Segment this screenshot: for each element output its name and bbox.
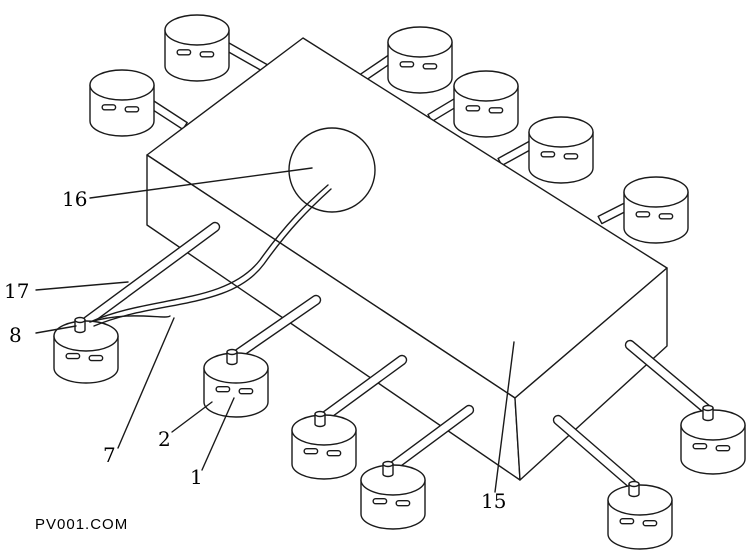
- back-float-2: [89, 69, 155, 137]
- float-left: [53, 320, 119, 384]
- stub-front-5: [702, 404, 714, 422]
- front-rod-4: [552, 414, 636, 489]
- front-rod-5: [624, 339, 714, 417]
- float-front-1: [203, 352, 269, 418]
- label-15: 15: [481, 489, 506, 513]
- stub-front-1: [226, 348, 238, 366]
- leader-8: [35, 325, 77, 334]
- leader-1: [201, 397, 235, 471]
- front-rod-3: [384, 404, 475, 475]
- back-float-1: [164, 14, 230, 82]
- watermark: PV001.COM: [35, 516, 128, 533]
- stub-front-2: [314, 410, 326, 428]
- cable-loop: [89, 315, 171, 323]
- label-17: 17: [4, 279, 29, 303]
- floating-device: [35, 14, 746, 550]
- label-1: 1: [190, 465, 203, 489]
- cable-7-edge: [93, 188, 332, 327]
- stub-front-4: [628, 480, 640, 498]
- box-side: [514, 267, 668, 481]
- leader-2: [171, 401, 213, 433]
- main-body: [146, 37, 668, 481]
- front-rod-2: [316, 354, 408, 425]
- float-front-4: [607, 484, 673, 550]
- back-float-4: [453, 70, 519, 138]
- back-float-6: [623, 176, 689, 244]
- back-float-3: [387, 26, 453, 94]
- label-16: 16: [62, 187, 87, 211]
- label-2: 2: [158, 427, 171, 451]
- leader-15: [494, 341, 515, 493]
- rod-17: [78, 221, 221, 330]
- circular-port: [288, 127, 376, 213]
- connector-8: [74, 316, 86, 334]
- float-front-3: [360, 464, 426, 530]
- stub-front-3: [382, 460, 394, 478]
- back-float-5: [528, 116, 594, 184]
- label-7: 7: [103, 443, 116, 467]
- cable-7: [89, 184, 329, 323]
- leader-17: [35, 281, 129, 291]
- front-rod-1: [228, 294, 322, 363]
- label-8: 8: [9, 323, 22, 347]
- leader-7: [117, 317, 175, 449]
- leader-16: [89, 167, 313, 199]
